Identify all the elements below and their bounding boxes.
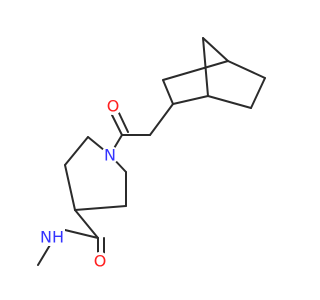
atom-o2: O — [91, 252, 109, 271]
atom-n2: NH — [40, 228, 65, 247]
bond-n2-methyl — [37, 244, 51, 266]
bond-c1-c2 — [202, 37, 229, 62]
bond-c3-c6 — [207, 95, 252, 109]
bond-c5-ch2 — [149, 103, 174, 136]
bond-p2-p3 — [64, 136, 89, 166]
atom-o1-label: O — [107, 97, 120, 116]
atom-n2-label: NH — [40, 228, 64, 247]
molecule-structure: O N O NH — [37, 37, 266, 271]
bond-p4-amide — [74, 209, 99, 239]
bond-p3-p4 — [64, 164, 76, 211]
bond-acyl-o1-a — [111, 114, 123, 136]
bond-c6-c7 — [250, 77, 266, 109]
bond-c5-c3 — [172, 95, 209, 105]
atom-n1-label: N — [104, 146, 116, 165]
bond-c7-c2 — [227, 60, 266, 79]
bond-amide-n2 — [64, 229, 99, 239]
atom-o1: O — [104, 97, 122, 116]
bond-acyl-o1-b — [118, 112, 129, 133]
atom-o2-label: O — [94, 252, 107, 271]
bond-c4-c5 — [162, 79, 174, 105]
bond-c4-c2 — [162, 60, 229, 81]
atom-n1: N — [101, 146, 119, 165]
bond-p4-p5 — [74, 205, 127, 211]
